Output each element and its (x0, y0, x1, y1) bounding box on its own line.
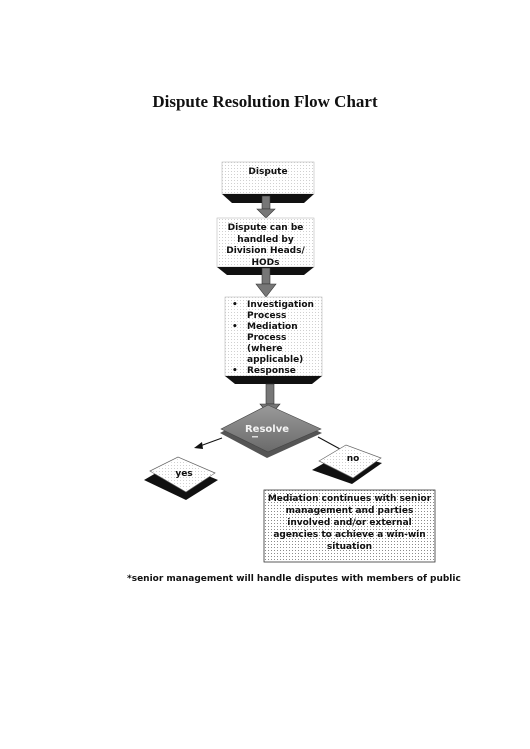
page-title: Dispute Resolution Flow Chart (152, 92, 378, 111)
arrow-down-1 (256, 195, 276, 219)
process-item: Response (229, 366, 321, 377)
process-list: Investigation Process Mediation Process … (229, 300, 321, 377)
mediation-label: Mediation continues with senior manageme… (267, 494, 432, 552)
no-label: no (346, 454, 360, 464)
division-label: Dispute can be handled by Division Heads… (226, 223, 305, 268)
line-to-no (317, 436, 341, 450)
process-item: Investigation Process (229, 300, 321, 322)
process-item: Mediation Process (where applicable) (229, 322, 321, 366)
dispute-label: Dispute (248, 167, 288, 177)
yes-shape (144, 456, 218, 500)
yes-label: yes (175, 469, 193, 479)
division-box (216, 217, 315, 275)
arrow-down-2 (255, 267, 277, 298)
resolve-diamond (220, 404, 322, 458)
resolve-label: Resolve (244, 424, 290, 435)
arrow-to-yes (194, 437, 223, 449)
footnote: *senior management will handle disputes … (127, 574, 461, 584)
mediation-box (263, 489, 436, 563)
no-shape (312, 444, 382, 484)
